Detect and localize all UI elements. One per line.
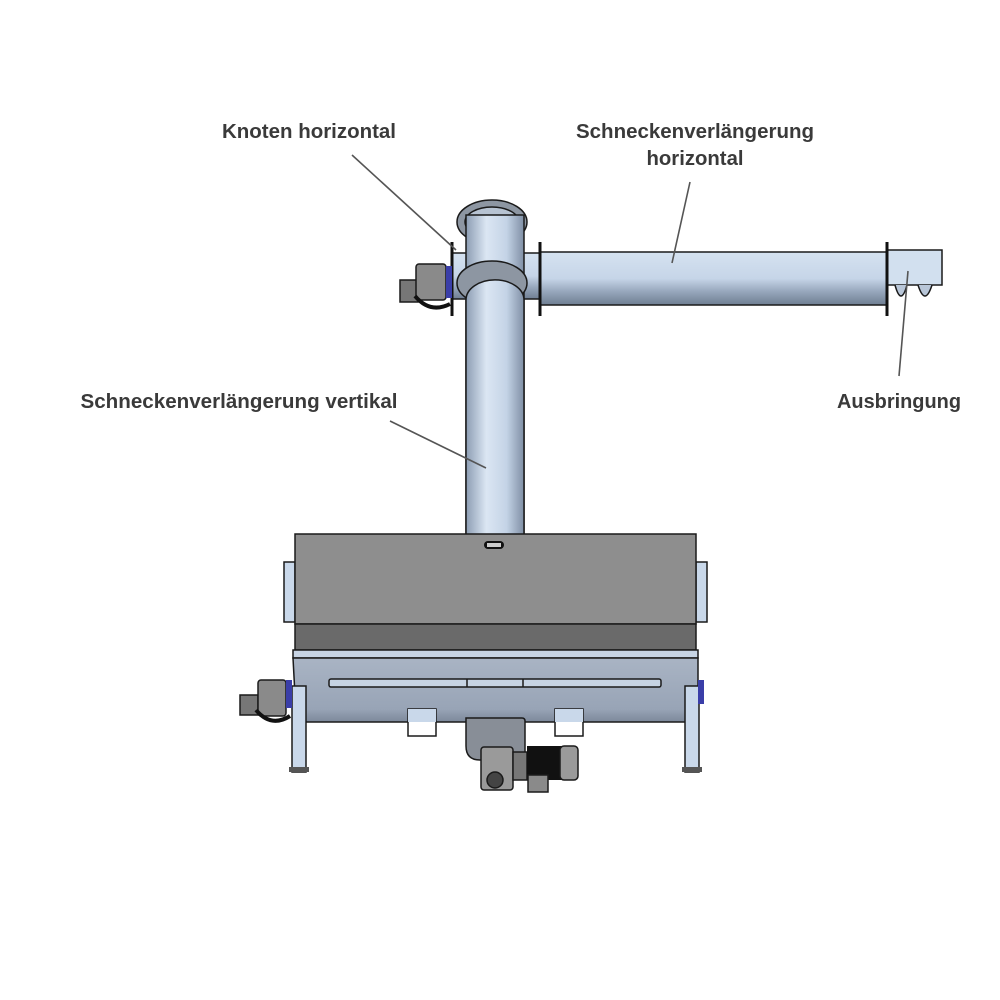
leader-line-discharge [898,270,909,377]
label-extension-horizontal-line1: Schneckenverlängerung [576,121,814,143]
label-knot-horizontal: Knoten horizontal [222,121,396,143]
screw-conveyor-housing [283,533,708,737]
label-extension-horizontal-line2: horizontal [647,148,744,170]
horizontal-screw-extension [450,242,943,316]
main-drive-motor [465,717,579,793]
label-discharge: Ausbringung [837,391,961,413]
label-extension-vertical: Schneckenverlängerung vertikal [81,391,398,413]
leader-line-horizontal [671,181,691,264]
vertical-screw-extension [456,199,528,536]
leader-line-vertical [389,420,487,469]
leader-line-knot [351,154,457,251]
support-legs [289,685,702,773]
knot-drive-motor [399,263,452,310]
side-drive-motor [239,679,704,723]
